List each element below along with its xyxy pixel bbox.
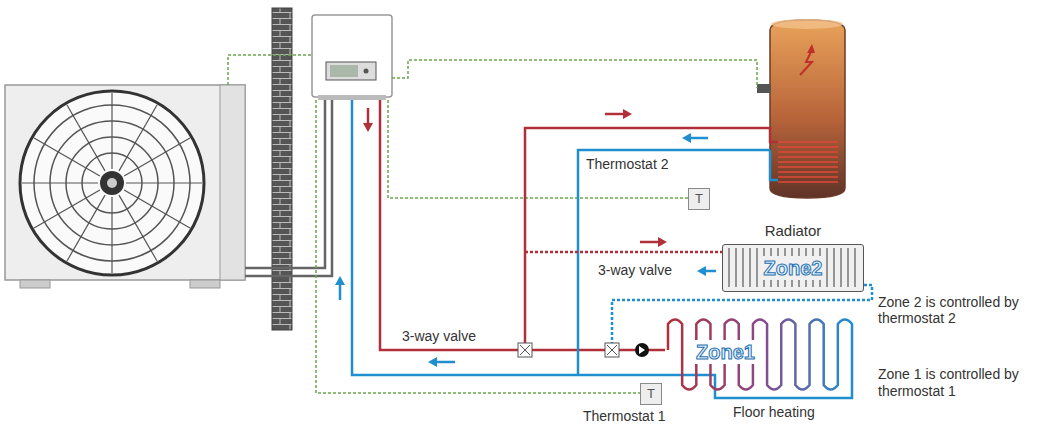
valve-label: 3-way valve xyxy=(402,328,476,345)
thermostat-label: Thermostat 1 xyxy=(583,408,665,425)
brick-wall xyxy=(272,8,292,330)
refrigerant-pipes xyxy=(245,100,332,276)
thermostat-label: Thermostat 2 xyxy=(586,156,668,173)
zone-note: Zone 1 is controlled by thermostat 1 xyxy=(878,366,1028,400)
water-pipes xyxy=(352,100,872,398)
three-way-valve xyxy=(605,343,619,357)
hot-water-tank xyxy=(757,19,845,198)
control-wires xyxy=(228,55,757,393)
outdoor-unit xyxy=(5,85,245,288)
thermostat-box: T xyxy=(640,383,662,405)
thermostat-symbol: T xyxy=(647,386,655,402)
circulation-pump xyxy=(635,343,649,357)
radiator-label: Radiator xyxy=(765,222,822,240)
valve-label: 3-way valve xyxy=(598,262,672,279)
zone-label: Zone1 xyxy=(693,340,758,364)
radiator: RadiatorZone2 xyxy=(722,222,864,292)
floor-heating-coil: Zone1Floor heating xyxy=(665,318,860,390)
thermostat-symbol: T xyxy=(695,191,703,207)
zone-note: Zone 2 is controlled by thermostat 2 xyxy=(878,294,1028,328)
zone-label: Zone2 xyxy=(761,256,826,280)
indoor-unit xyxy=(312,15,392,100)
flow-arrows xyxy=(335,108,716,367)
floor-heating-label: Floor heating xyxy=(733,404,815,421)
three-way-valve xyxy=(518,343,532,357)
thermostat-box: T xyxy=(688,188,710,210)
